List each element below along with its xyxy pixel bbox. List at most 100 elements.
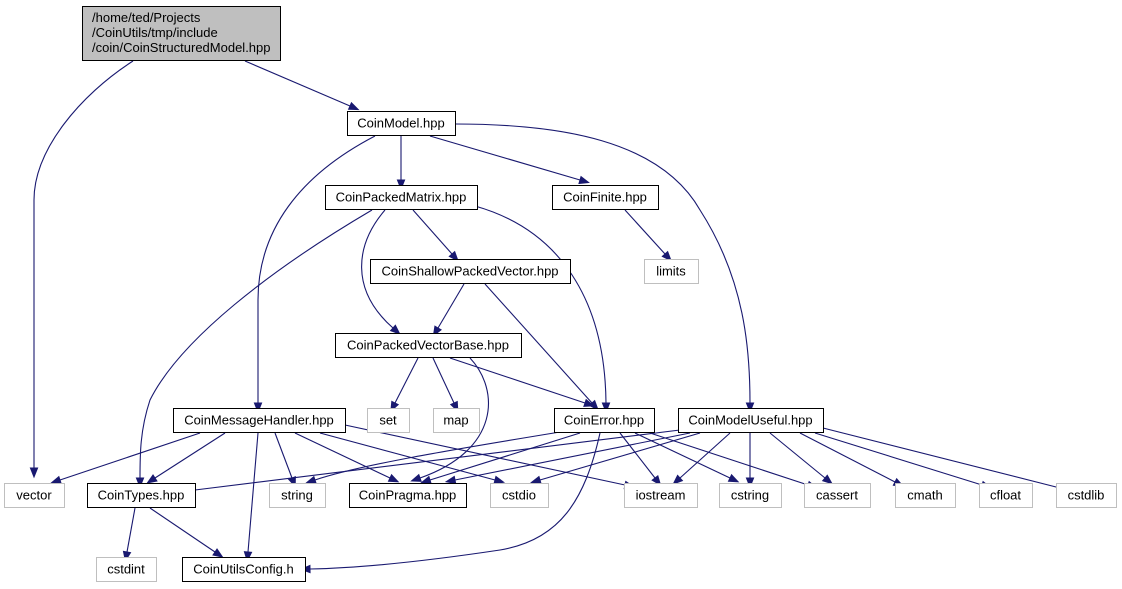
edge-coinmodeluseful-to-iostream bbox=[672, 432, 731, 485]
arrow-head-icon bbox=[253, 402, 263, 414]
node-box bbox=[347, 111, 456, 136]
node-label: limits bbox=[656, 264, 686, 279]
node-coinpackedvectorbase[interactable]: CoinPackedVectorBase.hpp bbox=[335, 333, 522, 358]
edge-line bbox=[454, 123, 751, 404]
edge-line bbox=[309, 432, 601, 570]
edge-coinmodel-to-coinpackedmatrix bbox=[396, 136, 406, 191]
edge-line bbox=[624, 209, 666, 255]
node-cstdint: cstdint bbox=[96, 557, 157, 582]
edge-coinmessagehandler-to-vector bbox=[50, 432, 201, 484]
arrow-head-icon bbox=[745, 477, 755, 489]
node-label: set bbox=[379, 413, 397, 428]
arrow-head-icon bbox=[410, 473, 422, 482]
edge-line bbox=[319, 432, 496, 481]
node-label: CoinPragma.hpp bbox=[359, 488, 457, 503]
node-coinmodeluseful[interactable]: CoinModelUseful.hpp bbox=[678, 408, 824, 433]
arrow-head-icon bbox=[530, 475, 542, 485]
node-label: CoinPackedMatrix.hpp bbox=[336, 190, 467, 205]
node-box bbox=[979, 483, 1033, 508]
node-root[interactable]: /home/ted/Projects/CoinUtils/tmp/include… bbox=[82, 6, 281, 61]
arrow-head-icon bbox=[672, 474, 684, 485]
node-coinpackedmatrix[interactable]: CoinPackedMatrix.hpp bbox=[325, 185, 478, 210]
arrow-head-icon bbox=[29, 467, 39, 479]
arrow-head-icon bbox=[583, 398, 595, 407]
node-label: CoinUtilsConfig.h bbox=[193, 562, 293, 577]
edge-cointypes-to-cstdint bbox=[122, 507, 136, 563]
edge-coinmodeluseful-to-cfloat bbox=[814, 432, 992, 489]
edge-line bbox=[257, 135, 376, 403]
edge-coinmodel-to-coinfinite bbox=[429, 135, 590, 185]
edge-coinmodeluseful-to-cstdio bbox=[530, 432, 701, 485]
nodes-layer: /home/ted/Projects/CoinUtils/tmp/include… bbox=[4, 6, 1117, 582]
edge-coinmodeluseful-to-coinpragma bbox=[444, 432, 691, 485]
edge-line bbox=[244, 60, 351, 107]
node-box bbox=[96, 557, 157, 582]
node-label: cstring bbox=[731, 488, 769, 503]
arrow-head-icon bbox=[135, 477, 145, 489]
edge-line bbox=[139, 209, 373, 479]
node-label-line: /CoinUtils/tmp/include bbox=[92, 25, 218, 40]
node-label: vector bbox=[16, 488, 52, 503]
edge-coinpackedvectorbase-to-coinerror bbox=[449, 357, 595, 407]
node-box bbox=[804, 483, 871, 508]
edge-line bbox=[361, 209, 394, 329]
node-label: cstdint bbox=[107, 562, 145, 577]
node-box bbox=[4, 483, 65, 508]
node-label: string bbox=[281, 488, 313, 503]
edge-coinmodeluseful-to-cstdlib bbox=[822, 427, 1071, 493]
node-cointypes[interactable]: CoinTypes.hpp bbox=[87, 483, 196, 508]
node-box bbox=[173, 408, 346, 433]
edge-line bbox=[154, 432, 226, 479]
edge-root-to-vector bbox=[29, 60, 134, 479]
node-box bbox=[370, 259, 571, 284]
node-coinshallowpackedvector[interactable]: CoinShallowPackedVector.hpp bbox=[370, 259, 571, 284]
edge-line bbox=[454, 432, 691, 481]
node-coinutilsconfig[interactable]: CoinUtilsConfig.h bbox=[182, 557, 306, 582]
edge-line bbox=[474, 205, 607, 404]
node-cmath: cmath bbox=[895, 483, 956, 508]
edge-coinmodeluseful-to-cassert bbox=[769, 432, 834, 485]
edge-line bbox=[314, 431, 561, 481]
edge-line bbox=[294, 432, 391, 479]
arrow-head-icon bbox=[821, 474, 834, 485]
edge-line bbox=[33, 60, 134, 468]
arrow-head-icon bbox=[389, 324, 401, 335]
node-label: CoinShallowPackedVector.hpp bbox=[381, 264, 558, 279]
edge-coinmodeluseful-to-cstring bbox=[745, 433, 755, 489]
arrow-head-icon bbox=[727, 473, 740, 483]
edge-line bbox=[539, 432, 701, 481]
node-coinfinite[interactable]: CoinFinite.hpp bbox=[552, 185, 659, 210]
edge-line bbox=[394, 357, 419, 404]
edge-line bbox=[194, 429, 681, 491]
node-box bbox=[719, 483, 782, 508]
edge-line bbox=[274, 432, 293, 479]
edge-coinmessagehandler-to-cstdio bbox=[319, 432, 505, 485]
node-box bbox=[269, 483, 326, 508]
edge-cointypes-to-coinutilsconfig bbox=[149, 507, 224, 558]
edge-line bbox=[247, 432, 259, 553]
node-box bbox=[325, 185, 478, 210]
node-coinmessagehandler[interactable]: CoinMessageHandler.hpp bbox=[173, 408, 346, 433]
arrow-head-icon bbox=[745, 402, 755, 414]
edge-line bbox=[126, 507, 136, 553]
arrow-head-icon bbox=[347, 101, 360, 111]
node-label: CoinTypes.hpp bbox=[98, 488, 185, 503]
node-coinmodel[interactable]: CoinModel.hpp bbox=[347, 111, 456, 136]
arrow-head-icon bbox=[444, 475, 457, 485]
node-cstdio: cstdio bbox=[490, 483, 549, 508]
edge-line bbox=[429, 432, 581, 481]
edge-line bbox=[799, 432, 896, 483]
edge-line bbox=[412, 209, 453, 255]
edge-line bbox=[769, 432, 826, 479]
node-label: iostream bbox=[636, 488, 686, 503]
node-box bbox=[349, 483, 467, 508]
edge-coinpackedmatrix-to-coinpackedvectorbase bbox=[361, 209, 401, 335]
edge-line bbox=[649, 432, 809, 486]
node-coinpragma[interactable]: CoinPragma.hpp bbox=[349, 483, 467, 508]
arrow-head-icon bbox=[305, 475, 317, 484]
arrow-head-icon bbox=[493, 475, 505, 485]
arrow-head-icon bbox=[420, 475, 432, 484]
edge-line bbox=[429, 135, 581, 181]
edge-coinpackedmatrix-to-cointypes bbox=[135, 209, 373, 489]
node-coinerror[interactable]: CoinError.hpp bbox=[554, 408, 655, 433]
